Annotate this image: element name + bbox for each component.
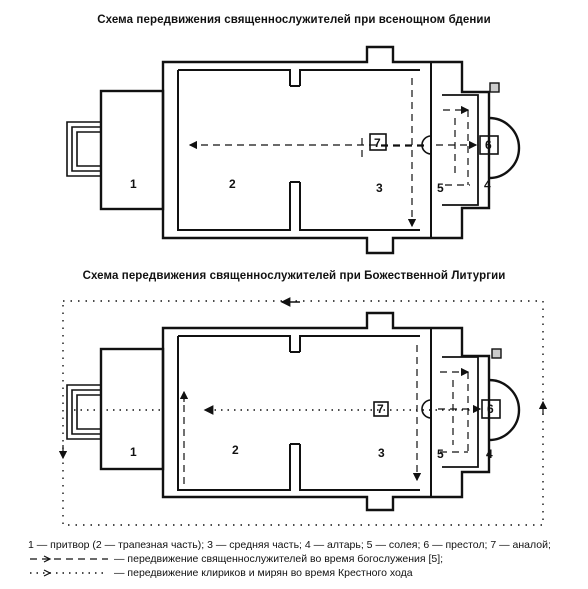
apse-1 <box>488 116 521 180</box>
altar-table-2 <box>481 399 501 419</box>
label-analoy-2: 7 <box>377 402 384 416</box>
solea-2 <box>442 356 479 468</box>
plan-vigil <box>66 45 521 255</box>
diagram-1-title: Схема передвижения священнослужителей пр… <box>97 14 491 26</box>
porch-steps-1 <box>66 121 101 177</box>
legend-zones: 1 — притвор (2 — трапезная часть); 3 — с… <box>28 539 551 551</box>
nave-outer-2 <box>161 311 491 512</box>
clergy-paths-1 <box>188 78 478 228</box>
label-analoy-1: 7 <box>374 136 381 150</box>
legend-procession-text: — передвижение клириков и мирян во время… <box>114 567 413 579</box>
label-narthex-1: 1 <box>130 177 137 191</box>
label-solea-1: 5 <box>437 181 444 195</box>
dotted-arrow-icon <box>30 569 108 577</box>
label-altar-1: 4 <box>484 178 491 192</box>
altar-table-1 <box>479 135 499 155</box>
label-narthex-2: 1 <box>130 445 137 459</box>
clergy-paths-2 <box>183 345 470 484</box>
plan-liturgy <box>66 311 521 512</box>
label-nave-2: 3 <box>378 446 385 460</box>
label-refectory-1: 2 <box>229 177 236 191</box>
porch-steps-2 <box>66 384 101 440</box>
legend-procession: — передвижение клириков и мирян во время… <box>28 567 413 580</box>
label-throne-2: 6 <box>487 402 494 416</box>
inner-wall-1 <box>177 69 420 231</box>
inner-wall-2 <box>177 335 420 491</box>
label-solea-2: 5 <box>437 447 444 461</box>
analoy-1 <box>369 133 387 151</box>
procession-path-2 <box>62 300 544 526</box>
label-refectory-2: 2 <box>232 443 239 457</box>
label-throne-1: 6 <box>485 138 492 152</box>
label-altar-2: 4 <box>486 447 493 461</box>
narthex-1 <box>99 89 165 211</box>
legend-clergy-text: — передвижение священнослужителей во вре… <box>114 553 444 565</box>
legend-clergy: — передвижение священнослужителей во вре… <box>28 553 443 566</box>
dashed-arrow-icon <box>30 555 108 563</box>
nave-outer-1 <box>161 45 491 255</box>
label-nave-1: 3 <box>376 181 383 195</box>
solea-1 <box>442 94 479 206</box>
apse-2 <box>488 378 521 442</box>
diagram-2-title: Схема передвижения священнослужителей пр… <box>82 270 506 282</box>
analoy-2 <box>373 401 389 417</box>
